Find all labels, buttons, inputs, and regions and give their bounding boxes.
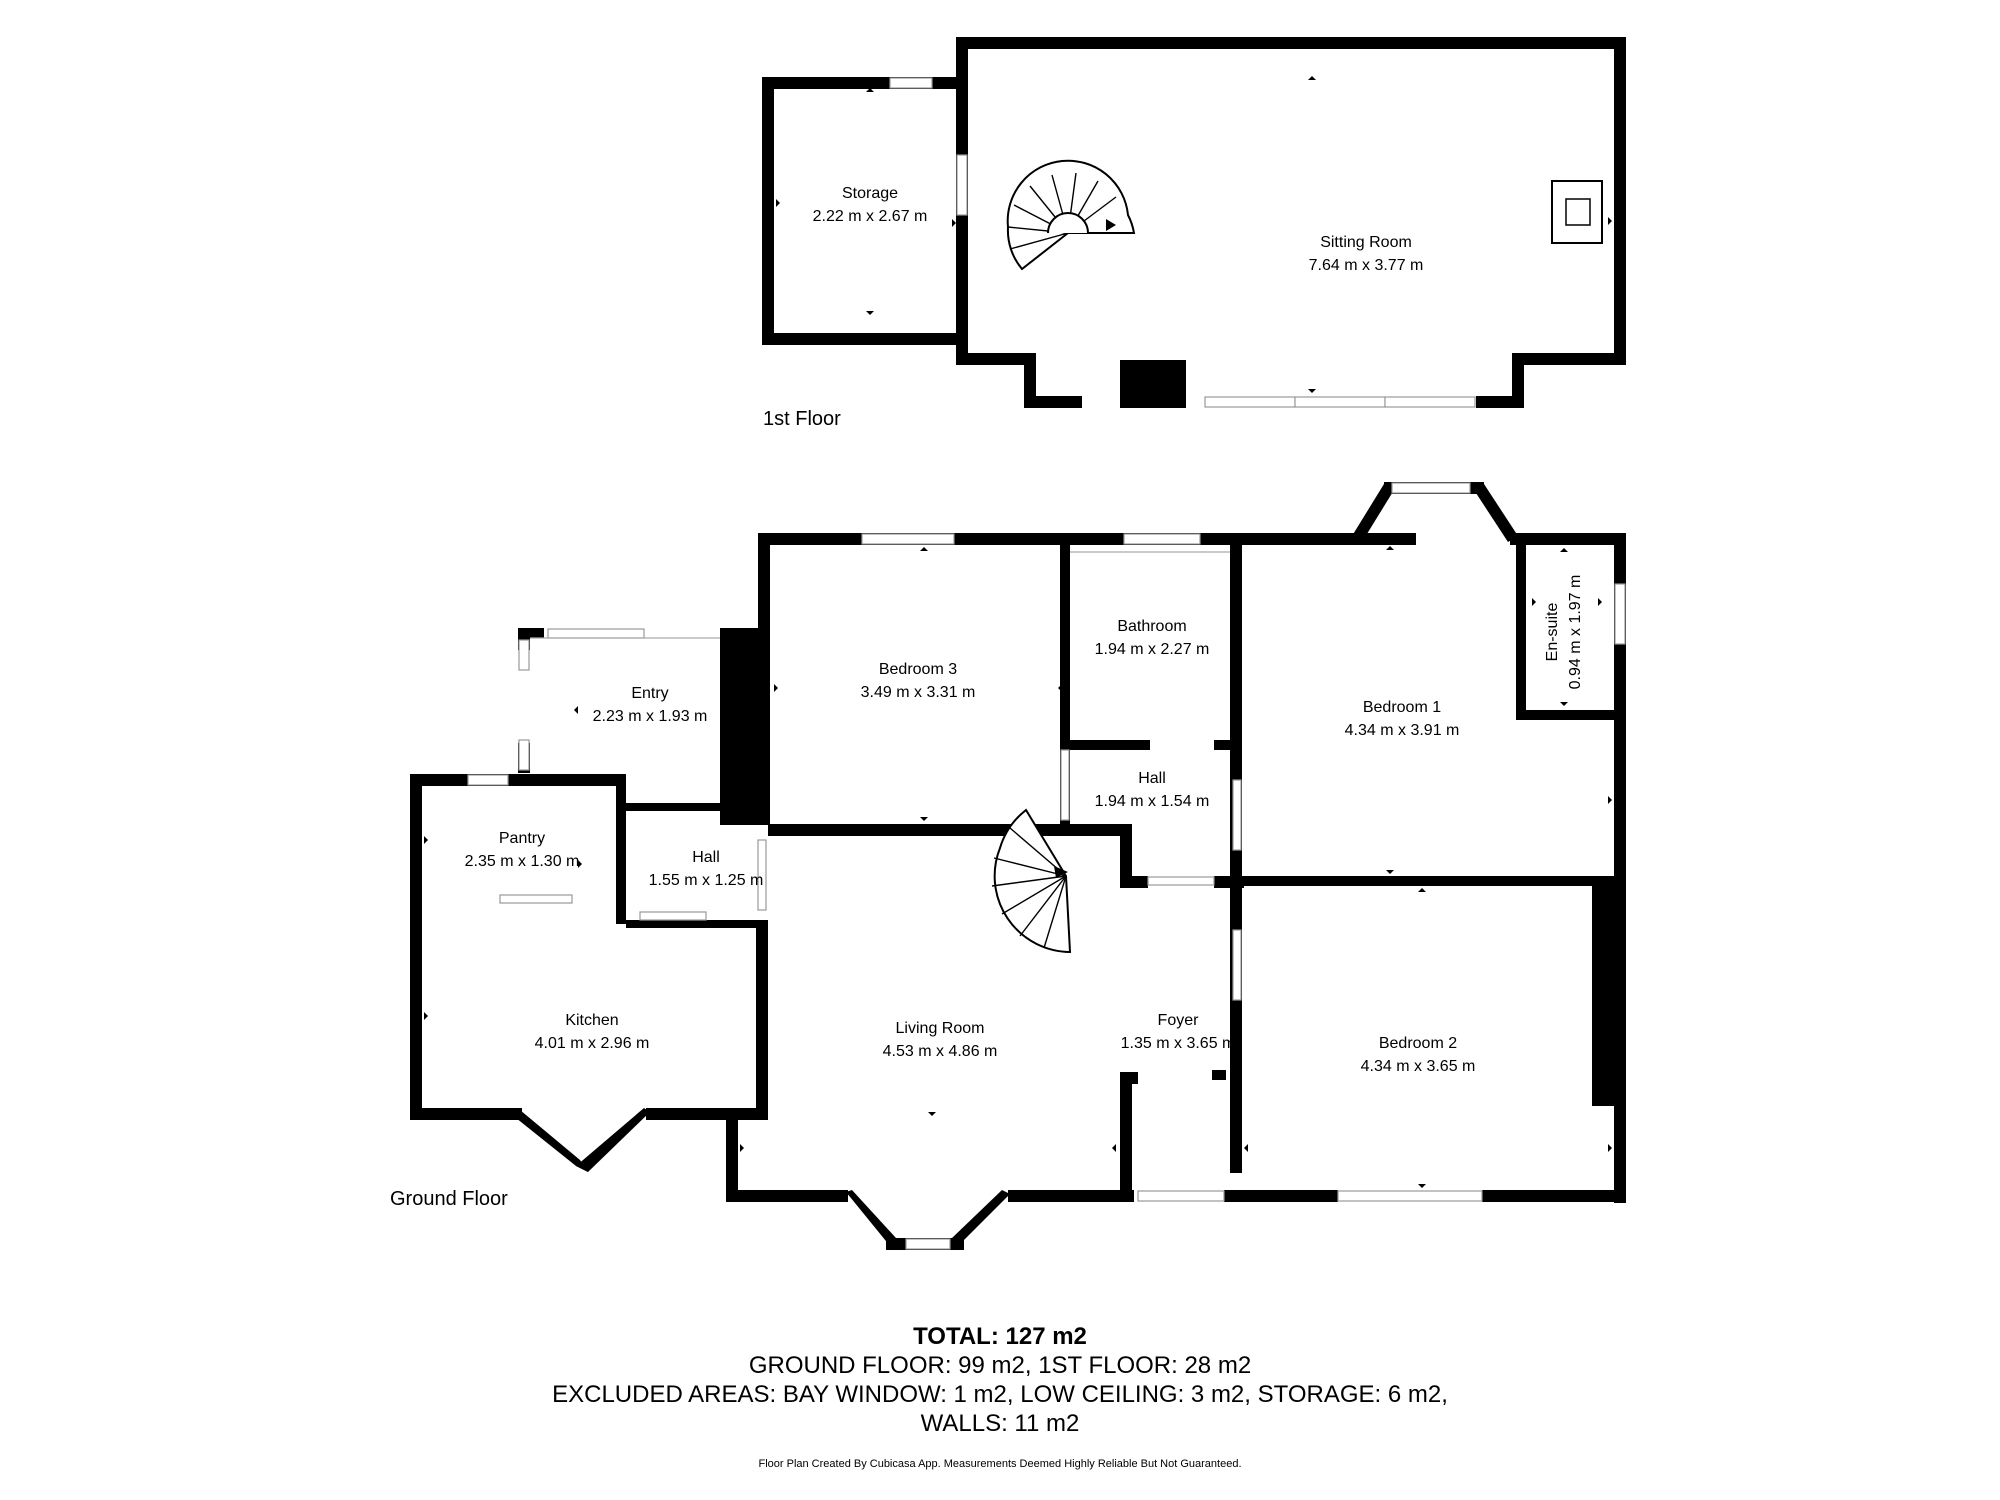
storage-name: Storage [842, 185, 898, 202]
bedroom1-name: Bedroom 1 [1363, 699, 1441, 716]
bedroom2-dims: 4.34 m x 3.65 m [1361, 1058, 1476, 1075]
sitting-room-dims: 7.64 m x 3.77 m [1309, 257, 1424, 274]
disclaimer: Floor Plan Created By Cubicasa App. Meas… [758, 1458, 1242, 1470]
floor-areas: GROUND FLOOR: 99 m2, 1ST FLOOR: 28 m2 [748, 1352, 1252, 1379]
foyer-dims: 1.35 m x 3.65 m [1121, 1035, 1236, 1052]
area-summary: TOTAL: 127 m2 GROUND FLOOR: 99 m2, 1ST F… [0, 1322, 2000, 1438]
sitting-room-walls [956, 37, 1626, 408]
sitting-window-1 [1204, 396, 1296, 408]
kitchen-name: Kitchen [565, 1012, 618, 1029]
living-room-name: Living Room [896, 1020, 985, 1037]
hall-small-name: Hall [692, 849, 720, 866]
ensuite-name: En-suite [1544, 603, 1561, 662]
entry-name: Entry [631, 685, 668, 702]
kitchen-dims: 4.01 m x 2.96 m [535, 1035, 650, 1052]
first-floor-plan: Storage 2.22 m x 2.67 m Sitting Room 7.6… [762, 37, 1626, 430]
spiral-staircase-icon [1006, 159, 1136, 271]
bedroom3-name: Bedroom 3 [879, 661, 957, 678]
storage-window [889, 77, 933, 89]
sitting-window-2 [1294, 396, 1386, 408]
ground-floor-label: Ground Floor [390, 1188, 508, 1210]
total-area: TOTAL: 127 m2 [913, 1323, 1087, 1350]
first-floor-ticks [776, 76, 1612, 393]
ensuite-label: En-suite 0.94 m x 1.97 m [1544, 575, 1584, 690]
ground-spiral-staircase-icon [991, 808, 1072, 954]
entry-dims: 2.23 m x 1.93 m [593, 708, 708, 725]
living-room-dims: 4.53 m x 4.86 m [883, 1043, 998, 1060]
first-floor-label: 1st Floor [763, 408, 841, 430]
ground-floor-ticks [424, 546, 1612, 1188]
bathroom-dims: 1.94 m x 2.27 m [1095, 641, 1210, 658]
fireplace-icon [1551, 180, 1603, 244]
bedroom2-name: Bedroom 2 [1379, 1035, 1457, 1052]
hall-inner-dims: 1.94 m x 1.54 m [1095, 793, 1210, 810]
bathroom-name: Bathroom [1117, 618, 1186, 635]
hall-inner-name: Hall [1138, 770, 1166, 787]
foyer-name: Foyer [1158, 1012, 1200, 1029]
hall-small-dims: 1.55 m x 1.25 m [649, 872, 764, 889]
bedroom1-dims: 4.34 m x 3.91 m [1345, 722, 1460, 739]
pantry-name: Pantry [499, 830, 545, 847]
bedroom3-dims: 3.49 m x 3.31 m [861, 684, 976, 701]
storage-doorway [956, 154, 968, 216]
walls-area: WALLS: 11 m2 [920, 1410, 1080, 1437]
ensuite-dims: 0.94 m x 1.97 m [1567, 575, 1584, 690]
ground-floor-openings [467, 482, 1626, 1250]
storage-dims: 2.22 m x 2.67 m [813, 208, 928, 225]
sitting-room-name: Sitting Room [1320, 234, 1412, 251]
excluded-areas: EXCLUDED AREAS: BAY WINDOW: 1 m2, LOW CE… [552, 1381, 1448, 1408]
ground-floor-plan: Entry 2.23 m x 1.93 m Bedroom 3 3.49 m x… [390, 482, 1626, 1250]
pantry-dims: 2.35 m x 1.30 m [465, 853, 580, 870]
sitting-window-3 [1384, 396, 1476, 408]
